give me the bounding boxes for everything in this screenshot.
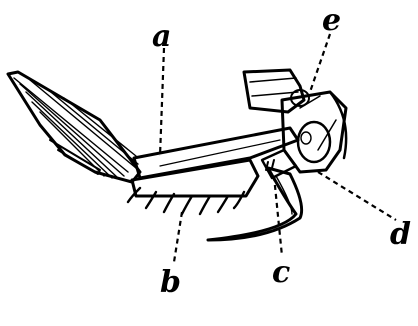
leader-line-a	[160, 48, 164, 156]
leader-line-d	[318, 172, 396, 220]
leader-line-e	[310, 34, 330, 92]
label-e: e	[322, 3, 341, 38]
label-a: a	[152, 19, 171, 54]
leader-line-b	[174, 212, 182, 262]
label-b: b	[160, 265, 181, 300]
label-c: c	[272, 255, 290, 290]
basal-segment	[244, 70, 346, 172]
distal-segment	[8, 72, 140, 182]
label-d: d	[390, 217, 411, 252]
